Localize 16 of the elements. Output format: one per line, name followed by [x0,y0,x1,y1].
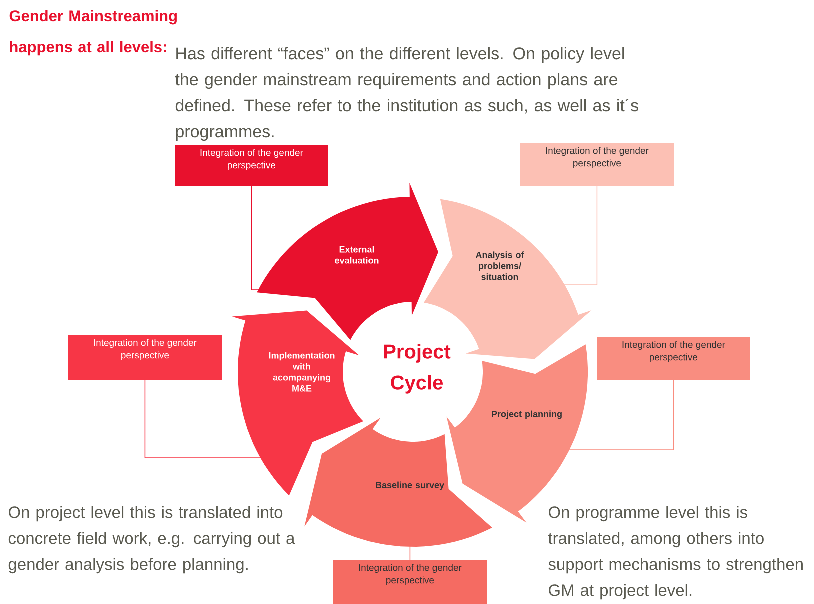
intro-paragraph: Has different “faces” on the different levels. On policy level the gender mainstream requirements and action plans are defined. These refer to the institution as such, as well as it´s programmes. [175,47,638,142]
perspective-box: Integration of the gender perspective [597,337,750,380]
heading: Gender Mainstreaming happens at all levels: [10,10,177,56]
leader-line [410,544,411,560]
step-label: Implementation with acompanying M&E [269,352,335,392]
perspective-box: Integration of the gender perspective [175,145,328,186]
perspective-box: Integration of the gender perspective [68,335,222,380]
note-paragraph: On programme level this is translated, among others into support mechanisms to strengthen GM at project level. [548,506,803,600]
perspective-box: Integration of the gender perspective [333,560,488,604]
step-label: Analysis of problems/ situation [476,252,524,280]
step-label: Baseline survey [376,482,444,490]
perspective-box: Integration of the gender perspective [520,143,674,186]
note-paragraph: On project level this is translated into concrete field work, e.g. carrying out a gender analysis before planning. [8,506,296,574]
centre-title: Project Cycle [384,344,451,394]
step-label: Project planning [492,410,562,420]
step-label: External evaluation [335,246,379,264]
